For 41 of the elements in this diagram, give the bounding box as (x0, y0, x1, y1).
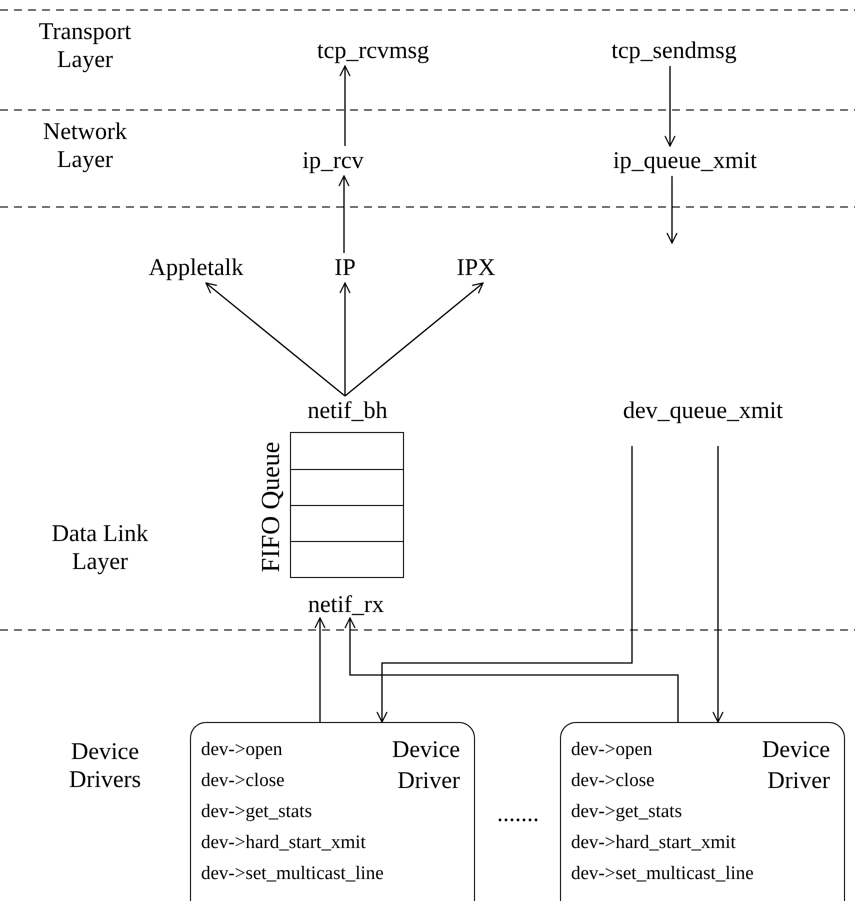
driver-operation: dev->set_multicast_line (571, 862, 754, 886)
arrow (205, 282, 346, 396)
function-name: tcp_sendmsg (610, 38, 738, 64)
arrow (339, 282, 351, 396)
arrow (344, 617, 679, 722)
driver-operation: dev->get_stats (571, 800, 682, 824)
driver-operation: dev->get_stats (201, 800, 312, 824)
driver-title: Device Driver (761, 736, 830, 796)
function-name: dev_queue_xmit (622, 398, 784, 424)
driver-operation: dev->close (571, 769, 655, 793)
layer-label: Transport Layer (38, 18, 132, 74)
layer-label: Data Link Layer (50, 520, 150, 576)
driver-operation: dev->hard_start_xmit (201, 831, 366, 855)
device-driver-box (560, 722, 845, 901)
device-driver-box (190, 722, 475, 901)
driver-operation: dev->set_multicast_line (201, 862, 384, 886)
function-name: IP (333, 255, 357, 281)
queue-label: FIFO Queue (258, 442, 284, 572)
arrow (344, 282, 484, 396)
function-name: Appletalk (148, 255, 244, 281)
arrow (339, 65, 351, 146)
arrow (712, 446, 724, 723)
arrow (664, 66, 676, 147)
driver-operation: dev->open (201, 738, 282, 762)
function-name: netif_bh (306, 398, 388, 424)
function-name: netif_rx (307, 592, 385, 618)
arrow (376, 446, 633, 723)
arrow (314, 617, 326, 722)
ellipsis: ....... (496, 800, 540, 828)
layer-label: Network Layer (42, 118, 128, 174)
driver-operation: dev->open (571, 738, 652, 762)
driver-operation: dev->close (201, 769, 285, 793)
driver-title: Device Driver (391, 736, 460, 796)
function-name: ip_queue_xmit (612, 148, 758, 174)
driver-operation: dev->hard_start_xmit (571, 831, 736, 855)
function-name: ip_rcv (301, 148, 365, 174)
function-name: IPX (456, 255, 496, 281)
arrow (338, 175, 350, 253)
arrow (666, 176, 678, 244)
function-name: tcp_rcvmsg (316, 38, 430, 64)
layer-label: Device Drivers (68, 738, 142, 794)
